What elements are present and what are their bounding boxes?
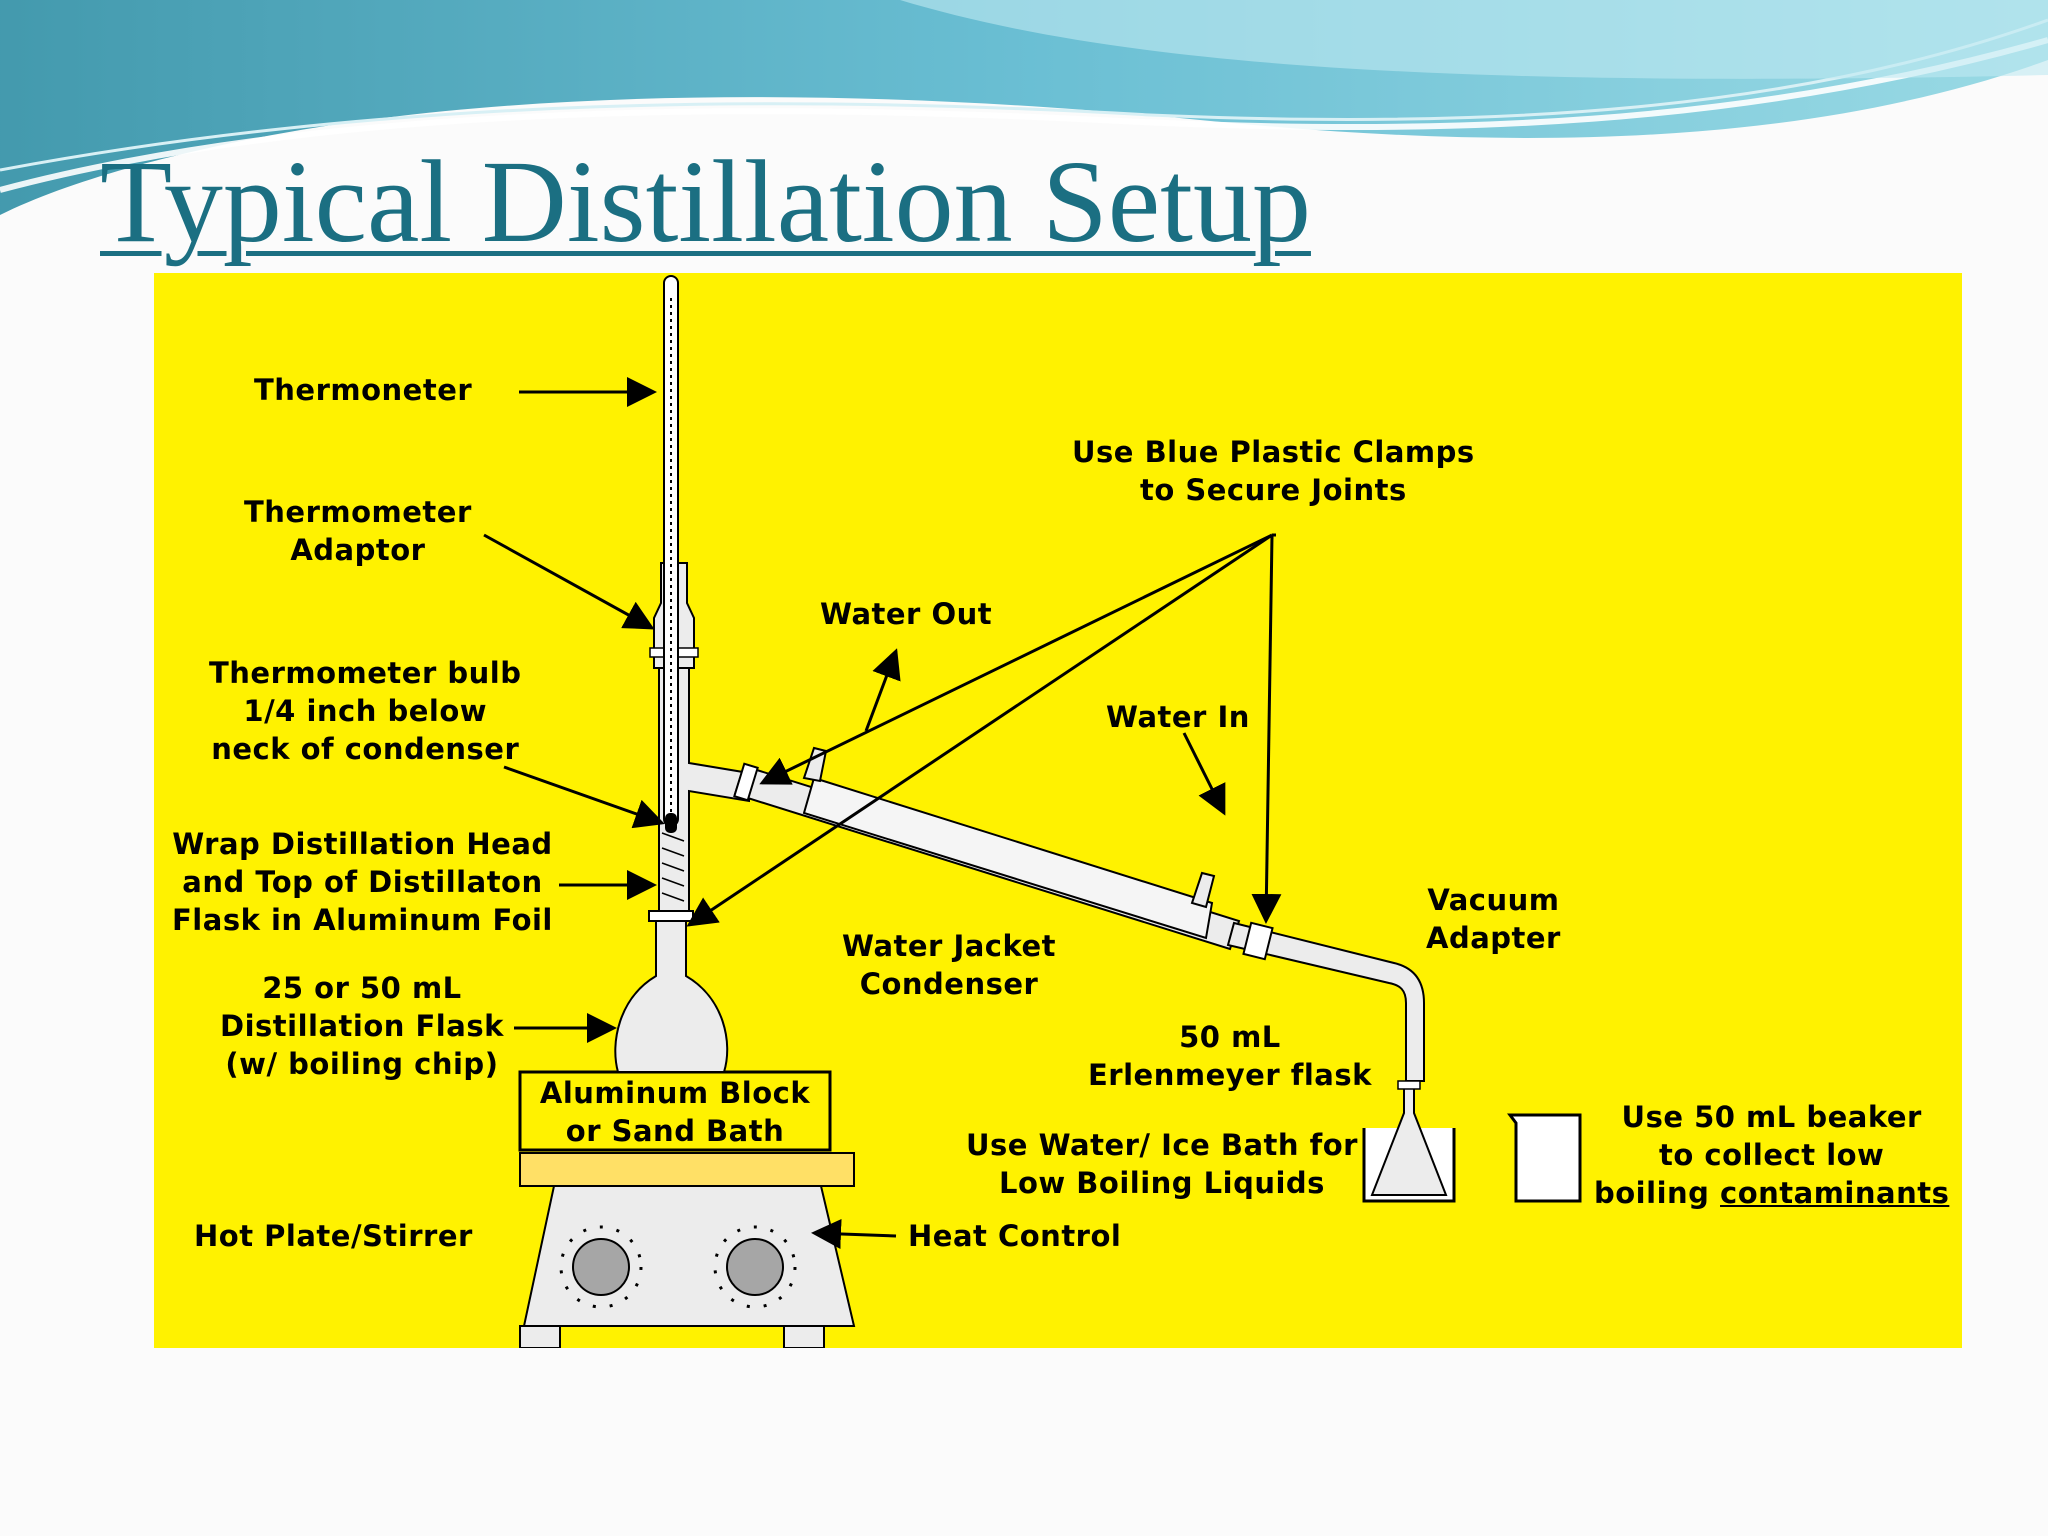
label-erlenmeyer: 50 mL Erlenmeyer flask: [1088, 1020, 1372, 1092]
water-out-arrow: [864, 648, 901, 732]
label-hot-plate: Hot Plate/Stirrer: [194, 1219, 473, 1253]
clamp-arrow-2: [686, 533, 1273, 927]
collection-beaker: [1507, 1113, 1582, 1203]
label-beaker-contaminants: contaminants: [1720, 1176, 1950, 1210]
label-aluminum-block: Aluminum Block or Sand Bath: [539, 1076, 811, 1148]
label-water-out: Water Out: [820, 597, 993, 631]
clamp-condenser: [733, 762, 759, 802]
label-condenser: Water Jacket Condenser: [842, 929, 1057, 1001]
label-thermometer: Thermoneter: [254, 373, 473, 407]
thermometer: [663, 275, 679, 833]
aluminum-foil-wrap: [661, 832, 685, 902]
label-ice-bath: Use Water/ Ice Bath for Low Boiling Liqu…: [966, 1128, 1358, 1200]
diagram-panel: Thermoneter Thermometer Adaptor Thermome…: [154, 273, 1962, 1348]
label-water-in: Water In: [1106, 700, 1250, 734]
slide-title: Typical Distillation Setup: [100, 136, 1311, 267]
water-jacket-condenser: [733, 746, 1241, 951]
label-beaker-boiling: boiling: [1594, 1176, 1721, 1210]
label-thermometer-adaptor: Thermometer Adaptor: [244, 495, 472, 567]
heat-control-arrow: [811, 1218, 897, 1249]
clamp-vacuum: [1242, 921, 1274, 961]
aluminum-block: [518, 1070, 832, 1152]
hot-plate-stirrer: [519, 1152, 856, 1348]
label-wrap-foil: Wrap Distillation Head and Top of Distil…: [172, 827, 553, 937]
label-vacuum-adapter: Vacuum Adapter: [1426, 883, 1561, 955]
label-beaker: Use 50 mL beaker to collect low boiling …: [1594, 1100, 1950, 1210]
clamp-arrow-1: [759, 533, 1273, 785]
distillation-flask: [614, 917, 729, 1073]
label-thermometer-bulb: Thermometer bulb 1/4 inch below neck of …: [209, 656, 522, 766]
callout-arrows: [483, 377, 1282, 1249]
heat-control-knob-left: [559, 1225, 643, 1309]
label-clamps: Use Blue Plastic Clamps to Secure Joints: [1072, 435, 1475, 507]
label-distillation-flask: 25 or 50 mL Distillation Flask (w/ boili…: [220, 971, 504, 1081]
water-in-arrow: [1182, 732, 1226, 816]
bulb-arrow: [503, 765, 665, 829]
label-heat-control: Heat Control: [908, 1219, 1122, 1253]
flask-joint: [648, 910, 694, 922]
distillation-apparatus-drawing: [483, 275, 1582, 1348]
clamp-arrow-3: [1251, 534, 1282, 924]
adaptor-arrow: [483, 533, 655, 630]
header-wave-decoration: [0, 0, 2048, 215]
heat-control-knob-right: [713, 1225, 797, 1309]
